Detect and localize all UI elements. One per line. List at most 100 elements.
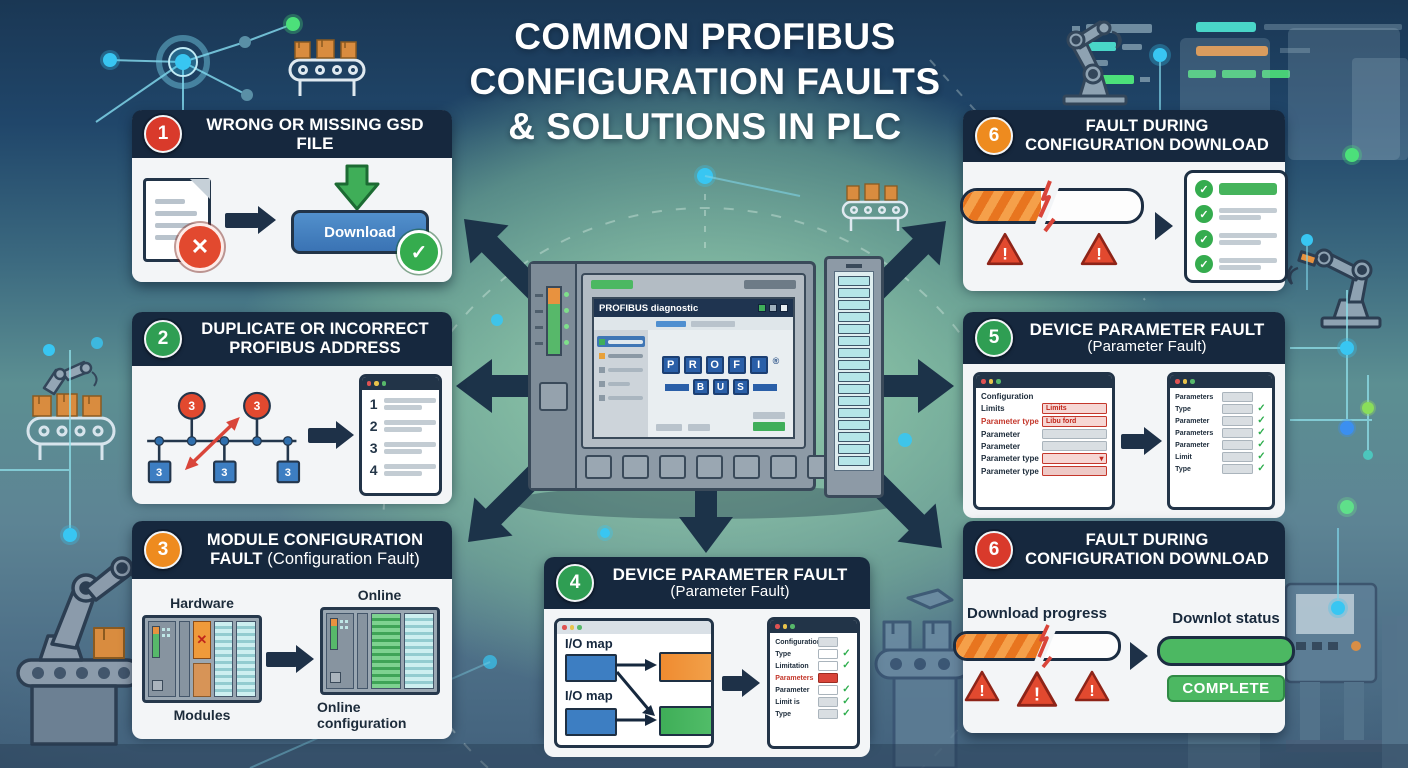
number-badge: 4 [556,564,594,602]
plc-body: PROFIBUS diagnostic [528,261,834,491]
param-row: Limit ✓ [1175,451,1266,462]
param-row: Type ✓ [1175,403,1266,414]
logo-letter: S [732,379,749,395]
warning-icon: ! [1074,670,1110,701]
sidebar-item [597,392,645,403]
diagnostic-sidebar [594,330,648,437]
warning-icon: ! [964,670,1000,701]
param-row-error: Limits Limits [976,402,1112,415]
robot-arm-icon [1062,20,1128,106]
io-map-label: I/O map [565,688,613,703]
hardware-rack-icon: ✕ [142,615,262,703]
param-row: Limit is ✓ [775,696,851,707]
fault-box-3: 3 MODULE CONFIGURATION FAULT (Configurat… [132,521,452,739]
checklist-row: ✓ [1195,255,1277,273]
fault-box-1: 1 WRONG OR MISSING GSD FILE ✕ Download ✓ [132,110,452,282]
svg-text:3: 3 [254,399,261,413]
fault-box-5-header: 5 DEVICE PARAMETER FAULT (Parameter Faul… [963,312,1285,364]
conveyor-silhouette [874,588,972,768]
warning-icon: ! [1080,232,1118,265]
fault-box-3-header: 3 MODULE CONFIGURATION FAULT (Configurat… [132,521,452,579]
conveyor-icon [288,58,366,96]
robot-arm-icon [1286,248,1382,329]
profibus-logo: P R O F I ® B U [648,356,793,395]
svg-text:3: 3 [156,467,162,479]
check-icon: ✓ [1195,205,1213,223]
duplicate-node-icon [243,391,271,420]
param-row: Parameter [976,440,1112,452]
param-row: Configuration [770,636,857,648]
station-icon [213,460,237,484]
robot-arm-icon [16,556,144,746]
param-row-error: Parameter type Libu ford [976,415,1112,428]
fault-box-4-header: 4 DEVICE PARAMETER FAULT (Parameter Faul… [544,557,870,609]
svg-text:!: ! [1034,683,1040,704]
hardware-config-group: Hardware ✕ Modules [142,595,262,723]
svg-text:!: ! [1089,683,1094,700]
maximize-icon [780,304,788,312]
fault-box-5-title: DEVICE PARAMETER FAULT (Parameter Fault) [1029,319,1265,356]
address-row: 2 [362,415,439,437]
check-icon: ✓ [842,684,851,695]
check-icon: ✓ [842,660,851,671]
gsd-file-icon: ✕ [143,178,224,271]
boxes-icon [294,39,357,59]
sidebar-item-active [597,336,645,347]
address-row: 4 [362,459,439,481]
address-list-window: 1 2 3 4 [358,374,442,496]
station-icon [276,460,301,484]
mapping-arrows [615,659,657,726]
warning-icon: ! [1016,670,1058,707]
parameter-ok-window: Parameters Type ✓ Parameter ✓ Parameters… [1167,372,1275,510]
param-row: Limitation ✓ [775,660,851,671]
faulted-module-icon: ✕ [193,621,211,659]
check-icon: ✓ [1195,230,1213,248]
progress-bar-broken [953,630,1121,661]
parameter-check-window: Configuration Type ✓ Limitation ✓ Parame… [767,617,860,749]
fault-box-1-header: 1 WRONG OR MISSING GSD FILE [132,110,452,158]
io-map-window: I/O map I/O map [554,618,714,748]
arrow-icon [307,420,355,449]
online-label: Online [357,587,402,603]
download-status-group: Downlot status COMPLETE [1157,610,1295,702]
number-badge: 6 [975,531,1013,569]
arrow-icon [225,205,276,234]
check-icon: ✓ [842,696,851,707]
number-badge: 3 [144,531,182,569]
warning-icon: ! [986,232,1024,265]
cpu-button [539,382,568,411]
online-config-group: Online Online configuration [317,587,442,731]
check-icon: ✓ [1195,180,1213,198]
number-badge: 1 [144,115,182,153]
hardware-label: Hardware [170,595,234,611]
param-row: Parameters [1170,391,1272,403]
modules-label: Modules [173,707,231,723]
hmi-display: PROFIBUS diagnostic [592,297,795,439]
diagnostic-content: P R O F I ® B U [648,330,793,437]
io-mismatch-block [659,652,711,682]
fault-box-3-title: MODULE CONFIGURATION FAULT (Configuratio… [206,531,424,568]
progress-label: Download progress [966,604,1108,622]
conveyor-small-icon [841,200,909,231]
logo-letter: O [705,356,724,374]
io-map-label: I/O map [565,636,613,651]
check-icon: ✓ [1257,451,1266,462]
status-icon [758,304,766,312]
logo-letter: R [683,356,702,374]
param-row: Parameter ✓ [1175,415,1266,426]
status-bar-complete [1157,636,1295,666]
param-row-error: Parameters [770,672,857,684]
fault-box-5: 5 DEVICE PARAMETER FAULT (Parameter Faul… [963,312,1285,518]
page-title: COMMON PROFIBUS CONFIGURATION FAULTS & S… [420,14,990,149]
radiating-arrows [456,219,954,553]
arrow-icon [1121,426,1162,455]
param-row: Parameter ✓ [775,684,851,695]
param-row-error: Parameter type ▾ [976,452,1112,465]
status-label: Downlot status [1172,610,1280,627]
plc-cpu-module [531,264,577,488]
check-icon: ✓ [842,648,851,659]
